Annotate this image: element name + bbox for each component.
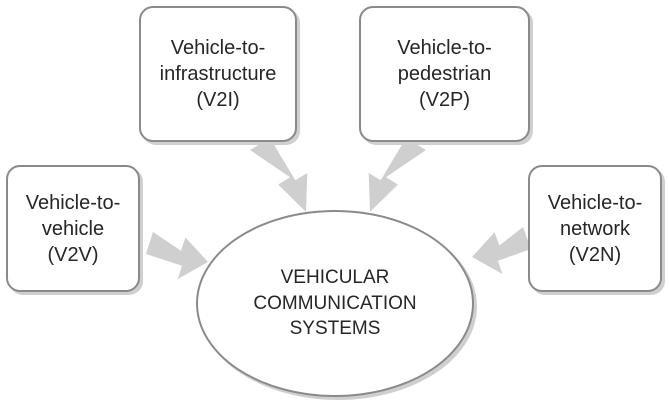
center-ellipse: VEHICULAR COMMUNICATION SYSTEMS <box>196 210 474 397</box>
node-v2v: Vehicle-to- vehicle (V2V) <box>6 165 140 292</box>
node-v2i: Vehicle-to- infrastructure (V2I) <box>139 6 297 142</box>
node-v2n-line-1: Vehicle-to- <box>547 191 643 214</box>
center-line-2: COMMUNICATION <box>253 292 417 314</box>
node-v2i-line-2: infrastructure <box>159 63 277 85</box>
node-v2n-line-2: network <box>559 217 631 240</box>
center-line-3: SYSTEMS <box>289 318 381 340</box>
node-v2v-line-3: (V2V) <box>47 243 99 266</box>
node-v2i-line-1: Vehicle-to- <box>170 37 266 59</box>
node-v2v-line-1: Vehicle-to- <box>25 191 121 214</box>
node-v2n: Vehicle-to- network (V2N) <box>528 165 662 292</box>
node-v2p: Vehicle-to- pedestrian (V2P) <box>359 6 530 142</box>
arrow-v2n <box>472 227 531 274</box>
arrow-v2p <box>368 138 426 212</box>
arrow-v2v <box>146 232 208 280</box>
node-v2i-line-3: (V2I) <box>196 89 240 111</box>
node-v2v-line-2: vehicle <box>41 217 105 240</box>
node-v2p-line-3: (V2P) <box>418 89 471 111</box>
node-v2p-line-1: Vehicle-to- <box>397 37 492 59</box>
arrow-v2i <box>250 138 308 212</box>
center-line-1: VEHICULAR <box>280 267 390 289</box>
node-v2p-line-2: pedestrian <box>397 63 492 85</box>
node-v2n-line-3: (V2N) <box>568 243 622 266</box>
